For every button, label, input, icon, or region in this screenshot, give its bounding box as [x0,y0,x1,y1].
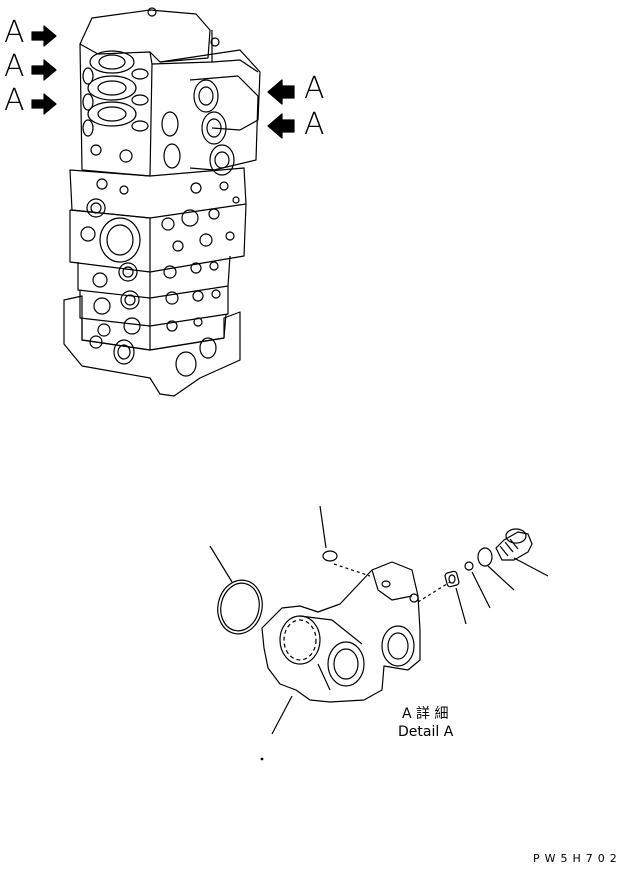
arrow-right-1 [267,79,295,105]
arrow-label-a-3: A [4,83,25,118]
leader-plug [455,587,467,625]
leader-o-ring [209,545,233,583]
o-ring-large [217,579,263,635]
detail-a-exploded-view [209,505,549,761]
detail-caption-jp: A 詳 細 [402,706,449,722]
arrow-left-2 [31,59,57,81]
o-ring-tiny [464,561,474,571]
plug-small [444,570,460,588]
arrow-label-a-1: A [4,15,25,50]
arrow-marks [31,25,295,139]
backup-ring [477,547,493,567]
leader-body [271,695,293,735]
arrow-label-a-4: A [304,71,325,106]
valve-body [261,561,421,703]
valve-stack-assembly [63,7,261,397]
o-ring-small [322,550,338,562]
arrow-right-2 [267,113,295,139]
drawing-code: PW5H702 [533,852,622,865]
arrow-left-3 [31,93,57,115]
leader-o-ring-tiny [471,571,491,609]
arrow-left-1 [31,25,57,47]
arrow-label-a-5: A [304,107,325,142]
leader-small-o-ring [319,505,327,549]
plug-large [495,528,533,561]
leader-backup-ring [487,565,515,591]
leader-plug-large [513,557,549,577]
arrow-label-a-2: A [4,49,25,84]
detail-caption-en: Detail A [398,724,454,740]
